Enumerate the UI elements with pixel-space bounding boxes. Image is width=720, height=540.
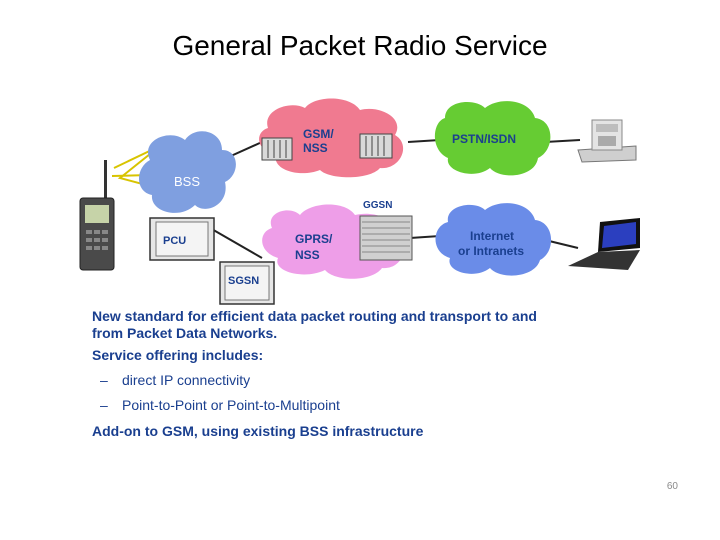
gprs-nss-label-1: GPRS/ <box>295 232 333 246</box>
bss-label: BSS <box>174 174 200 189</box>
pcu-equipment: PCU <box>149 217 215 261</box>
bss-cloud: BSS <box>138 131 236 213</box>
gprs-nss-label-2: NSS <box>295 248 320 262</box>
sub-bullet-1: –direct IP connectivity <box>92 372 632 389</box>
page-number: 60 <box>666 481 678 492</box>
link-gsm-pstn <box>407 139 441 143</box>
laptop-icon <box>568 218 640 270</box>
internet-label-2: or Intranets <box>458 244 524 258</box>
msc-equipment-left <box>261 137 293 161</box>
mobile-handset-icon <box>79 160 115 271</box>
dash-marker: – <box>100 372 108 388</box>
link-bss-sgsn <box>209 227 263 259</box>
bullet-3: Add-on to GSM, using existing BSS infras… <box>92 423 424 439</box>
bullet-1-line-2: from Packet Data Networks. <box>92 325 278 341</box>
link-pstn-phone <box>544 139 581 143</box>
internet-cloud: Internet or Intranets <box>435 203 552 276</box>
gsm-nss-cloud: GSM/ NSS <box>259 98 404 178</box>
bullet-2: Service offering includes: <box>92 347 264 363</box>
gsm-nss-label-1: GSM/ <box>303 127 334 141</box>
sub-bullet-2: –Point-to-Point or Point-to-Multipoint <box>92 397 632 414</box>
ggsn-router: GGSN <box>359 200 413 261</box>
gprs-network-diagram: BSS GSM/ NSS PSTN/ISDN GPRS/ NSS <box>79 98 640 305</box>
link-ggsn-internet <box>409 235 441 239</box>
gsm-nss-label-2: NSS <box>303 141 328 155</box>
ggsn-label: GGSN <box>363 200 392 211</box>
telephone-icon <box>577 119 637 163</box>
sgsn-equipment: SGSN <box>219 261 275 305</box>
sub-bullet-2-text: Point-to-Point or Point-to-Multipoint <box>122 397 340 413</box>
pcu-label: PCU <box>163 235 186 247</box>
bullet-list: New standard for efficient data packet r… <box>92 308 632 440</box>
bullet-1-line-1: New standard for efficient data packet r… <box>92 308 537 324</box>
sgsn-label: SGSN <box>228 275 259 287</box>
slide-title: General Packet Radio Service <box>172 30 548 61</box>
dash-marker: – <box>100 397 108 413</box>
internet-label-1: Internet <box>470 229 514 243</box>
pstn-isdn-label: PSTN/ISDN <box>452 132 516 146</box>
pstn-isdn-cloud: PSTN/ISDN <box>434 101 551 176</box>
msc-equipment-right <box>359 133 393 159</box>
sub-bullet-1-text: direct IP connectivity <box>122 372 251 388</box>
